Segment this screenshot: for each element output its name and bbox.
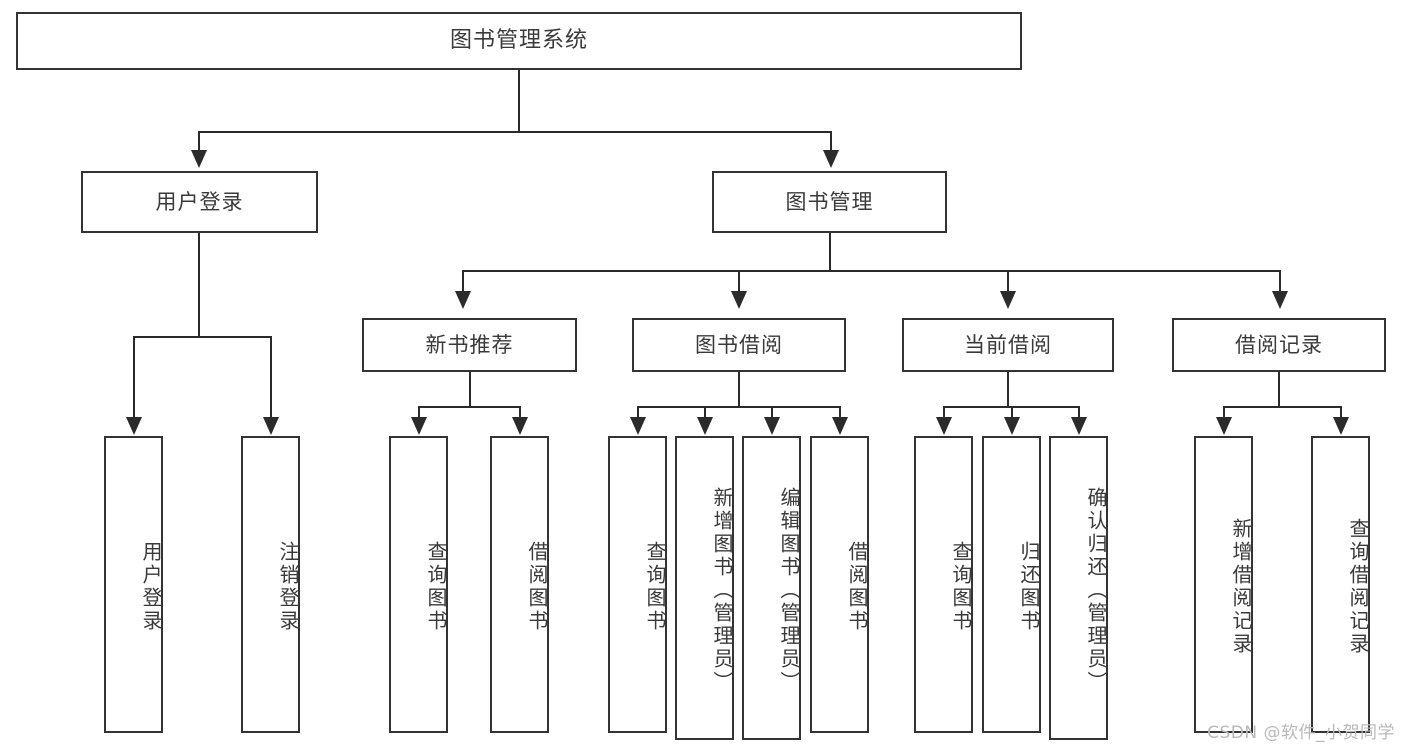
- arrowhead-to-book-mgmt: [823, 150, 839, 168]
- connector-book-borrow-stem: [738, 372, 740, 407]
- node-label: 新增图书（管理员）: [710, 486, 734, 694]
- connector-borrow-record-leaf1: [1223, 406, 1225, 418]
- node-label: 编辑图书（管理员）: [777, 486, 801, 694]
- arrowhead-new-book-leaf2: [512, 417, 528, 435]
- node-label: 确认归还（管理员）: [1084, 486, 1108, 694]
- connector-to-book-mgmt: [830, 131, 832, 151]
- connector-root-bus: [198, 131, 831, 133]
- connector-user-login-stem: [198, 233, 200, 337]
- node-label: 新增借阅记录: [1229, 517, 1253, 656]
- arrowhead-to-user-login: [191, 150, 207, 168]
- connector-new-book-bus: [418, 406, 521, 408]
- arrowhead-current-borrow-leaf3: [1071, 417, 1087, 435]
- leaf-book-borrow-add[interactable]: 新增图书（管理员）: [675, 436, 734, 740]
- arrowhead-new-book-leaf1: [411, 417, 427, 435]
- arrowhead-book-borrow-leaf1: [630, 417, 646, 435]
- node-label: 图书借阅: [695, 332, 783, 357]
- arrowhead-borrow-record-leaf1: [1216, 417, 1232, 435]
- connector-new-book-stem: [469, 372, 471, 407]
- connector-new-book-leaf2: [519, 406, 521, 418]
- arrowhead-to-current-borrow: [1000, 291, 1016, 309]
- node-root-system[interactable]: 图书管理系统: [16, 12, 1022, 70]
- node-label: 查询图书: [949, 540, 973, 633]
- connector-root-stem: [518, 70, 520, 132]
- arrowhead-current-borrow-leaf1: [936, 417, 952, 435]
- leaf-current-borrow-query[interactable]: 查询图书: [914, 436, 973, 733]
- leaf-book-borrow-query[interactable]: 查询图书: [608, 436, 667, 733]
- connector-current-borrow-leaf2: [1011, 406, 1013, 418]
- arrowhead-user-login-leaf2: [263, 417, 279, 435]
- arrowhead-current-borrow-leaf2: [1004, 417, 1020, 435]
- node-label: 用户登录: [155, 189, 244, 214]
- leaf-book-borrow-edit[interactable]: 编辑图书（管理员）: [742, 436, 801, 740]
- connector-book-mgmt-stem: [829, 233, 831, 271]
- connector-book-borrow-leaf1: [637, 406, 639, 418]
- node-label: 用户登录: [139, 540, 163, 633]
- connector-current-borrow-leaf3: [1078, 406, 1080, 418]
- connector-book-borrow-leaf4: [839, 406, 841, 418]
- node-label: 注销登录: [276, 540, 300, 633]
- leaf-new-book-query[interactable]: 查询图书: [389, 436, 448, 733]
- leaf-borrow-record-query[interactable]: 查询借阅记录: [1311, 436, 1370, 733]
- arrowhead-borrow-record-leaf2: [1333, 417, 1349, 435]
- connector-to-new-book: [462, 270, 464, 292]
- leaf-user-login-login[interactable]: 用户登录: [104, 436, 163, 733]
- node-book-management[interactable]: 图书管理: [712, 171, 947, 233]
- node-label: 借阅图书: [845, 540, 869, 633]
- connector-to-book-borrow: [738, 270, 740, 292]
- leaf-current-borrow-confirm[interactable]: 确认归还（管理员）: [1049, 436, 1108, 740]
- connector-user-login-leaf2: [270, 336, 272, 418]
- node-current-borrow[interactable]: 当前借阅: [902, 318, 1114, 372]
- node-user-login[interactable]: 用户登录: [81, 171, 318, 233]
- node-label: 查询图书: [643, 540, 667, 633]
- node-borrow-record[interactable]: 借阅记录: [1172, 318, 1386, 372]
- node-label: 借阅图书: [525, 540, 549, 633]
- connector-new-book-leaf1: [418, 406, 420, 418]
- leaf-user-login-logout[interactable]: 注销登录: [241, 436, 300, 733]
- connector-borrow-record-leaf2: [1340, 406, 1342, 418]
- node-label: 图书管理系统: [449, 28, 588, 54]
- node-label: 图书管理: [785, 189, 874, 214]
- leaf-current-borrow-return[interactable]: 归还图书: [982, 436, 1041, 733]
- node-label: 借阅记录: [1235, 332, 1323, 357]
- connector-borrow-record-bus: [1223, 406, 1341, 408]
- node-label: 查询借阅记录: [1346, 517, 1370, 656]
- leaf-book-borrow-borrow[interactable]: 借阅图书: [810, 436, 869, 733]
- node-label: 归还图书: [1017, 540, 1041, 633]
- connector-user-login-bus: [133, 336, 271, 338]
- arrowhead-book-borrow-leaf4: [832, 417, 848, 435]
- node-label: 当前借阅: [964, 332, 1052, 357]
- node-label: 查询图书: [424, 540, 448, 633]
- connector-to-user-login: [198, 131, 200, 151]
- node-new-book-recommend[interactable]: 新书推荐: [362, 318, 577, 372]
- arrowhead-user-login-leaf1: [126, 417, 142, 435]
- arrowhead-book-borrow-leaf3: [764, 417, 780, 435]
- node-label: 新书推荐: [425, 332, 514, 357]
- arrowhead-to-borrow-record: [1272, 291, 1288, 309]
- connector-book-borrow-leaf2: [704, 406, 706, 418]
- connector-book-mgmt-bus: [462, 270, 1280, 272]
- leaf-new-book-borrow[interactable]: 借阅图书: [490, 436, 549, 733]
- connector-book-borrow-leaf3: [771, 406, 773, 418]
- leaf-borrow-record-add[interactable]: 新增借阅记录: [1194, 436, 1253, 733]
- arrowhead-to-new-book: [455, 291, 471, 309]
- arrowhead-book-borrow-leaf2: [697, 417, 713, 435]
- connector-current-borrow-leaf1: [943, 406, 945, 418]
- connector-to-current-borrow: [1007, 270, 1009, 292]
- arrowhead-to-book-borrow: [731, 291, 747, 309]
- connector-current-borrow-stem: [1007, 372, 1009, 407]
- connector-user-login-leaf1: [133, 336, 135, 418]
- node-book-borrow[interactable]: 图书借阅: [632, 318, 846, 372]
- connector-book-borrow-bus: [637, 406, 841, 408]
- connector-to-borrow-record: [1279, 270, 1281, 292]
- connector-borrow-record-stem: [1278, 372, 1280, 407]
